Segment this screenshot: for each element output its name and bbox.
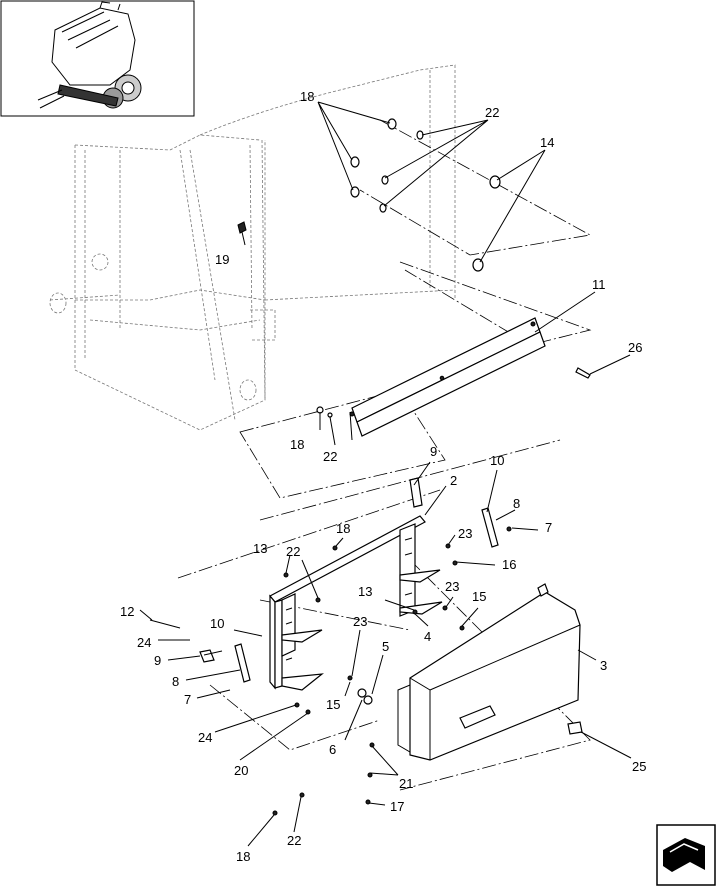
callout-6: 6 <box>329 742 336 757</box>
callout-22-mid: 22 <box>323 449 337 464</box>
callout-24-upper: 24 <box>137 635 151 650</box>
callout-14: 14 <box>540 135 554 150</box>
callout-13-left: 13 <box>253 541 267 556</box>
callout-11: 11 <box>592 277 606 292</box>
callout-18-frame: 18 <box>336 521 350 536</box>
callout-15-right: 15 <box>472 589 486 604</box>
callout-7-lower: 7 <box>184 692 191 707</box>
callout-21: 21 <box>399 776 413 791</box>
callout-5: 5 <box>382 639 389 654</box>
callout-12: 12 <box>120 604 134 619</box>
callout-9-lower: 9 <box>154 653 161 668</box>
callout-10-lower: 10 <box>210 616 224 631</box>
callout-8-lower: 8 <box>172 674 179 689</box>
callout-23-right: 23 <box>445 579 459 594</box>
callout-19: 19 <box>215 252 229 267</box>
callout-18-top: 18 <box>300 89 314 104</box>
callout-22-frame: 22 <box>286 544 300 559</box>
callout-20: 20 <box>234 763 248 778</box>
callout-23-lower: 23 <box>353 614 367 629</box>
baler-thumbnail-icon <box>37 1 142 109</box>
callout-4: 4 <box>424 629 431 644</box>
callout-3: 3 <box>600 658 607 673</box>
callout-23-upper: 23 <box>458 526 472 541</box>
callout-15-lower: 15 <box>326 697 340 712</box>
callout-8-upper: 8 <box>513 496 520 511</box>
leader-lines <box>139 101 632 847</box>
baler-thumbnail-inset <box>0 0 195 117</box>
part-2-support-frame <box>269 515 443 691</box>
part-11-channel-bracket <box>349 317 546 441</box>
callout-18-mid: 18 <box>290 437 304 452</box>
callout-10-upper: 10 <box>490 453 504 468</box>
callout-16: 16 <box>502 557 516 572</box>
callout-22-bottom: 22 <box>287 833 301 848</box>
callout-26: 26 <box>628 340 642 355</box>
next-page-nav-icon[interactable] <box>656 824 716 886</box>
callout-7-upper: 7 <box>545 520 552 535</box>
callout-17: 17 <box>390 799 404 814</box>
callout-25: 25 <box>632 759 646 774</box>
callout-13-right: 13 <box>358 584 372 599</box>
baler-frame-ghost <box>49 64 456 431</box>
callout-22-top: 22 <box>485 105 499 120</box>
callout-18-bottom: 18 <box>236 849 250 864</box>
callout-2: 2 <box>450 473 457 488</box>
assembly-lines <box>177 119 592 791</box>
part-3-shield-cover <box>397 583 581 761</box>
callout-labels: 18 22 14 19 11 26 18 22 9 10 2 8 7 23 18… <box>120 89 646 864</box>
callout-9-upper: 9 <box>430 444 437 459</box>
callout-24-lower: 24 <box>198 730 212 745</box>
